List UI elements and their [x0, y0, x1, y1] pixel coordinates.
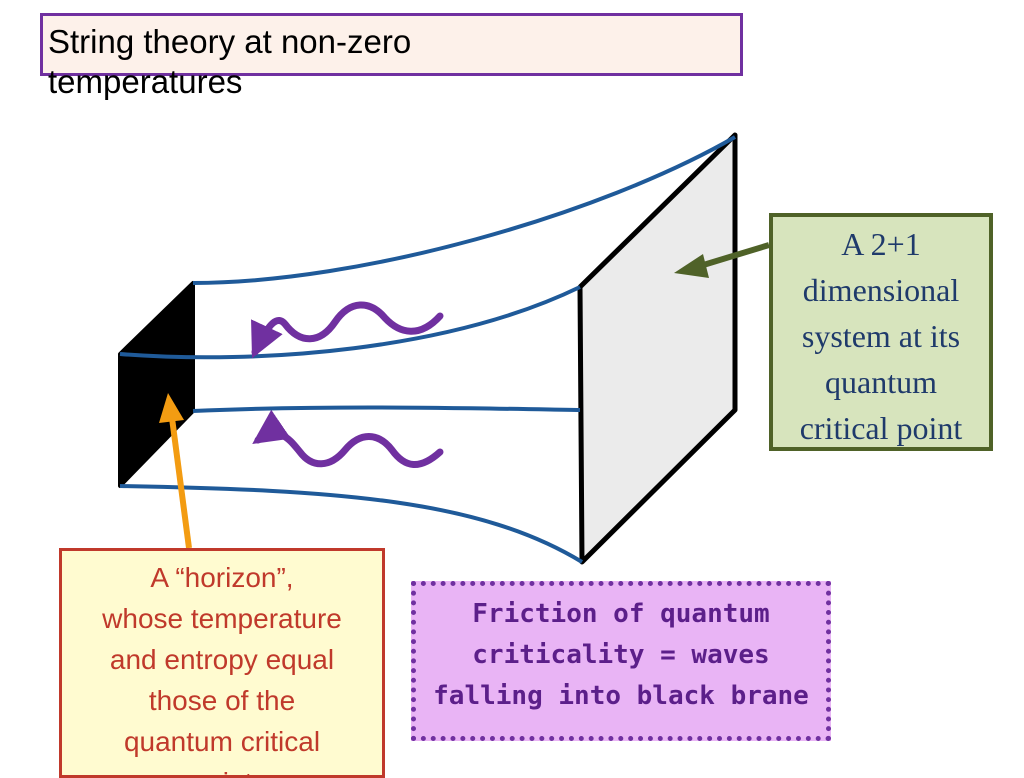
system-note-line: system at its	[773, 313, 989, 359]
system-note-line: critical point	[773, 405, 989, 451]
horizon-note-line: quantum critical	[62, 721, 382, 762]
friction-note-line: Friction of quantum	[416, 594, 826, 635]
system-note-line: dimensional	[773, 267, 989, 313]
horizon-note-line: point	[62, 762, 382, 778]
horizon-note-line: A “horizon”,	[62, 557, 382, 598]
horizon-note-line: whose temperature	[62, 598, 382, 639]
tube-line-middle	[193, 407, 580, 411]
friction-note-line: criticality = waves	[416, 635, 826, 676]
orange-arrow-shaft	[172, 418, 189, 548]
horizon-note-box: A “horizon”, whose temperature and entro…	[59, 548, 385, 778]
system-note-line: quantum	[773, 359, 989, 405]
horizon-note-line: and entropy equal	[62, 639, 382, 680]
horizon-note-line: those of the	[62, 680, 382, 721]
system-note-box: A 2+1 dimensional system at its quantum …	[769, 213, 993, 451]
system-note-line: A 2+1	[773, 221, 989, 267]
horizon-brane	[120, 283, 193, 486]
friction-note-line: falling into black brane	[416, 676, 826, 717]
wave-arrow-lower	[258, 434, 440, 465]
wave-arrow-upper	[255, 305, 440, 352]
friction-note-box: Friction of quantum criticality = waves …	[411, 581, 831, 741]
